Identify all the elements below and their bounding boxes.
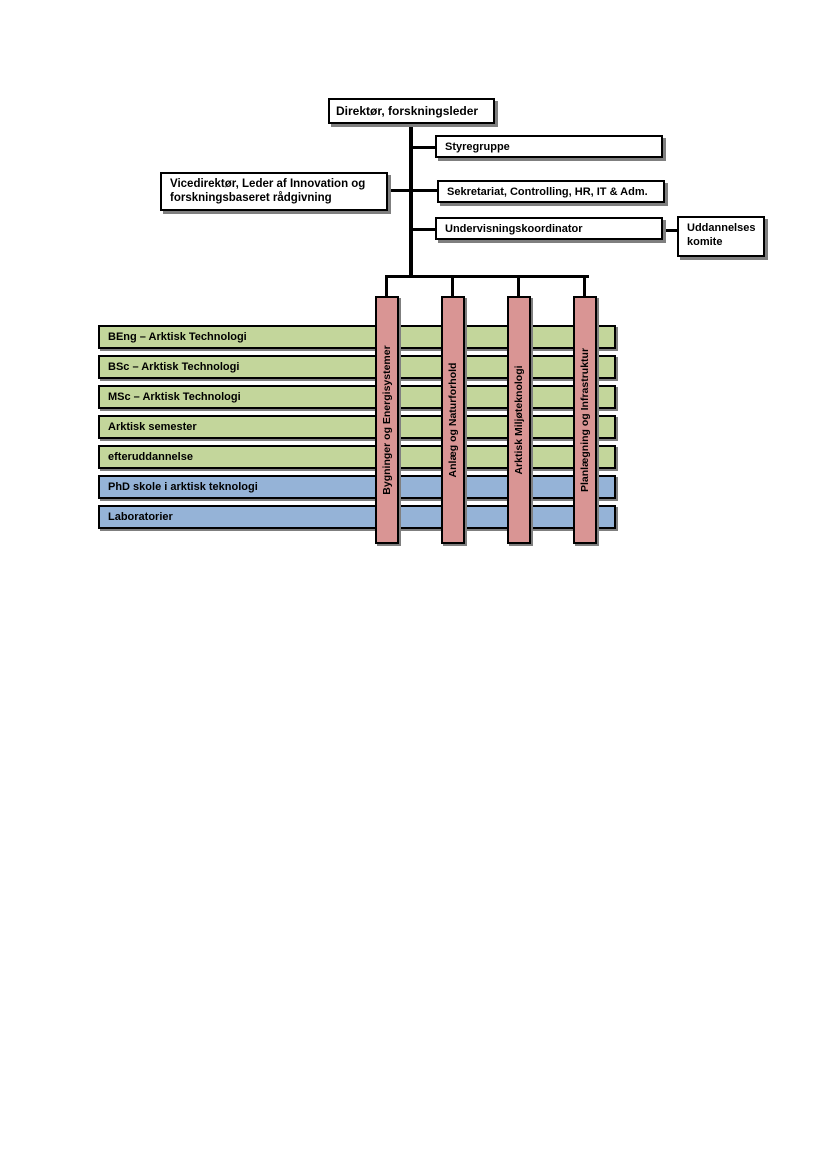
program-row: Arktisk semester bbox=[98, 415, 616, 439]
research-column: Arktisk Miljøteknologi bbox=[507, 296, 531, 544]
program-row: BSc – Arktisk Technologi bbox=[98, 355, 616, 379]
vice-connector bbox=[388, 189, 411, 192]
research-column-label: Anlæg og Naturforhold bbox=[447, 362, 459, 478]
program-row: MSc – Arktisk Technologi bbox=[98, 385, 616, 409]
teaching-coordinator-box: Undervisningskoordinator bbox=[435, 217, 663, 240]
coordinator-connector bbox=[411, 228, 437, 231]
secretariat-label: Sekretariat, Controlling, HR, IT & Adm. bbox=[447, 186, 648, 198]
program-row: PhD skole i arktisk teknologi bbox=[98, 475, 616, 499]
drop-line-2 bbox=[451, 275, 454, 297]
drop-line-3 bbox=[517, 275, 520, 297]
trunk-line bbox=[409, 124, 413, 278]
education-committee-box: Uddannelses komite bbox=[677, 216, 765, 257]
steering-group-box: Styregruppe bbox=[435, 135, 663, 158]
program-label: efteruddannelse bbox=[108, 451, 193, 463]
steering-group-label: Styregruppe bbox=[445, 141, 510, 153]
secretariat-box: Sekretariat, Controlling, HR, IT & Adm. bbox=[437, 180, 665, 203]
program-row: BEng – Arktisk Technologi bbox=[98, 325, 616, 349]
committee-connector bbox=[663, 229, 677, 232]
program-label: BSc – Arktisk Technologi bbox=[108, 361, 240, 373]
program-label: Arktisk semester bbox=[108, 421, 197, 433]
director-label: Direktør, forskningsleder bbox=[336, 104, 479, 118]
program-label: Laboratorier bbox=[108, 511, 173, 523]
research-column-label: Planlægning og Infrastruktur bbox=[579, 347, 591, 493]
program-label: PhD skole i arktisk teknologi bbox=[108, 481, 258, 493]
program-label: MSc – Arktisk Technologi bbox=[108, 391, 241, 403]
education-committee-label: Uddannelses komite bbox=[687, 222, 756, 248]
vice-director-label: Vicedirektør, Leder af Innovation og for… bbox=[170, 178, 366, 204]
drop-line-1 bbox=[385, 275, 388, 297]
research-column: Anlæg og Naturforhold bbox=[441, 296, 465, 544]
vice-director-box: Vicedirektør, Leder af Innovation og for… bbox=[160, 172, 388, 211]
research-column-label: Arktisk Miljøteknologi bbox=[513, 365, 525, 475]
steering-connector bbox=[409, 146, 435, 149]
program-row: Laboratorier bbox=[98, 505, 616, 529]
program-row: efteruddannelse bbox=[98, 445, 616, 469]
research-column-label: Bygninger og Energisystemer bbox=[381, 345, 393, 495]
secretariat-connector bbox=[411, 189, 437, 192]
research-column: Bygninger og Energisystemer bbox=[375, 296, 399, 544]
teaching-coordinator-label: Undervisningskoordinator bbox=[445, 223, 583, 235]
program-label: BEng – Arktisk Technologi bbox=[108, 331, 247, 343]
drop-line-4 bbox=[583, 275, 586, 297]
director-box: Direktør, forskningsleder bbox=[328, 98, 495, 124]
bus-line bbox=[385, 275, 589, 278]
research-column: Planlægning og Infrastruktur bbox=[573, 296, 597, 544]
